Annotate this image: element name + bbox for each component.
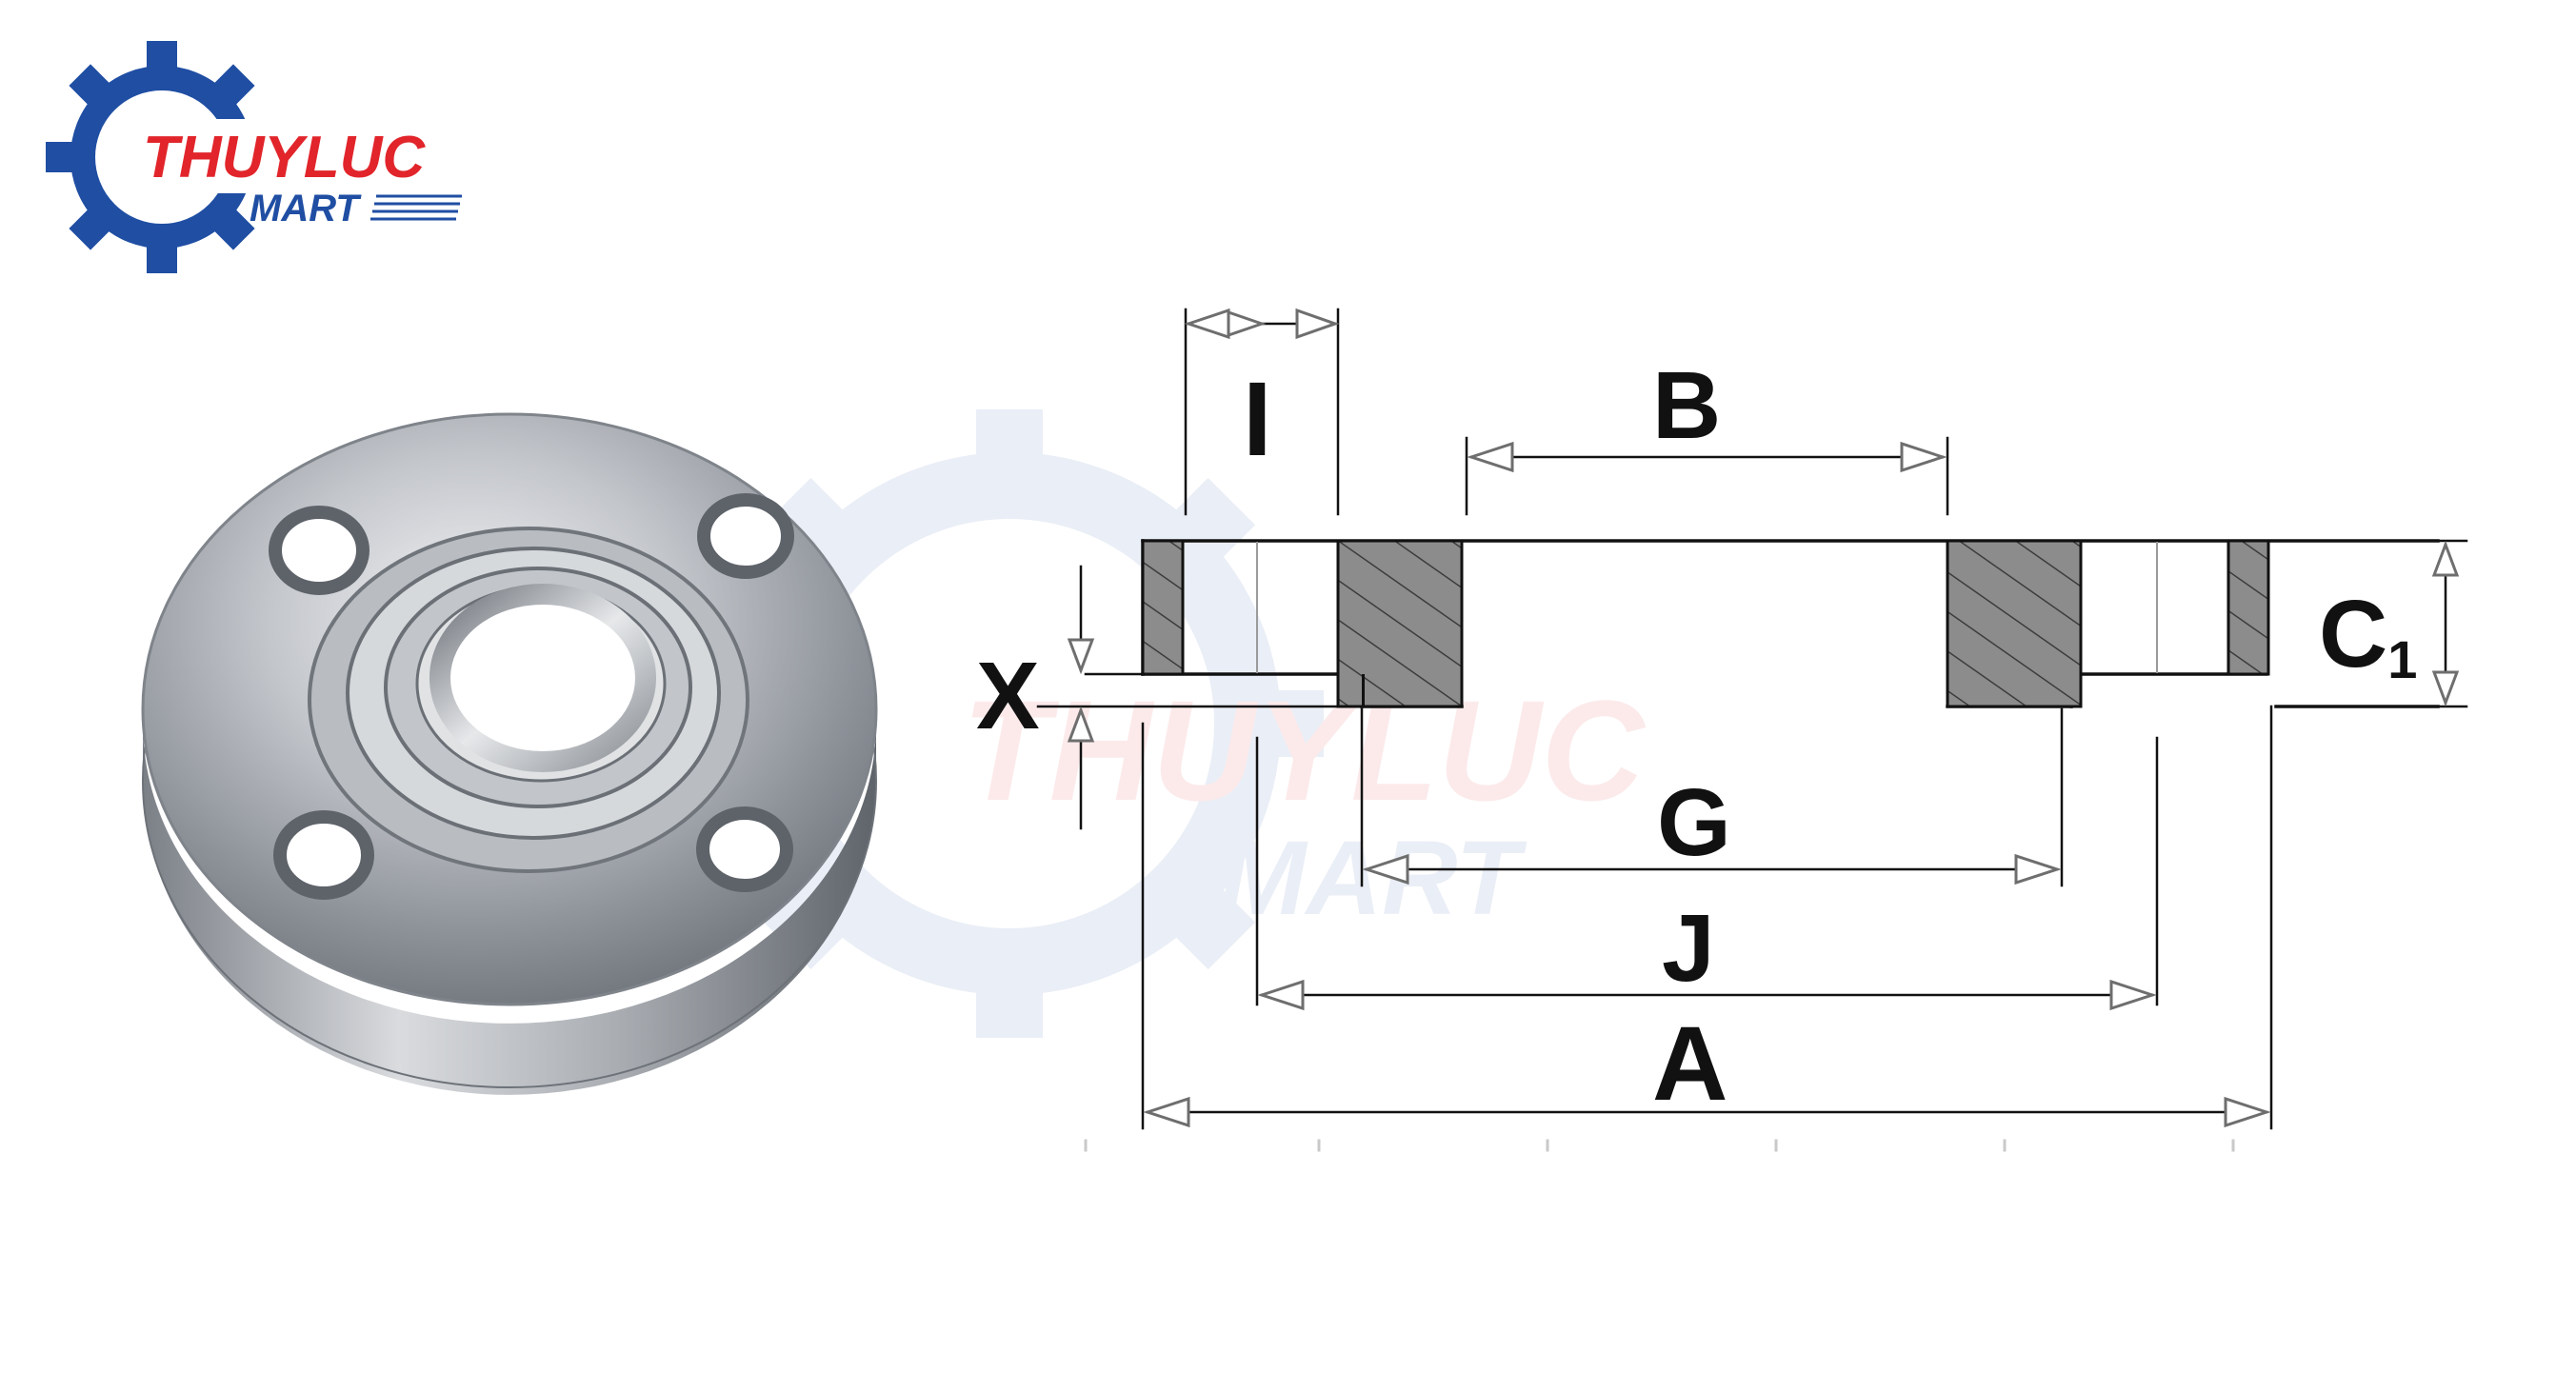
hatch-section-left-inner xyxy=(1336,539,1464,708)
arrow-g-right-icon xyxy=(2014,853,2062,885)
arrow-x-top-icon xyxy=(1067,638,1095,675)
logo-speed-lines xyxy=(370,194,462,221)
arrow-i-left-icon xyxy=(1184,308,1230,340)
flange-diagram: I B X C1 G J A xyxy=(976,308,2468,1152)
label-j: J xyxy=(1662,895,1715,1002)
bolt-hole xyxy=(697,493,794,579)
flange-photo xyxy=(141,412,878,1095)
logo-text-mart: MART xyxy=(250,188,362,229)
brand-logo: THUYLUC MART xyxy=(46,41,462,273)
arrow-b-right-icon xyxy=(1900,441,1947,473)
arrow-j-right-icon xyxy=(2109,979,2157,1011)
arrow-b-left-icon xyxy=(1467,441,1514,473)
arrow-j-left-icon xyxy=(1257,979,1305,1011)
watermark-gear-icon xyxy=(695,409,1324,1038)
baseline-ticks xyxy=(1084,1139,2235,1152)
flange-bore xyxy=(429,584,656,772)
arrow-g-left-icon xyxy=(1362,853,1409,885)
hatch-section-right-inner xyxy=(1946,539,2083,708)
watermark-line1: THUYLUC xyxy=(962,670,1647,830)
label-g: G xyxy=(1657,769,1731,876)
arrow-x-bottom-icon xyxy=(1067,706,1095,743)
bolt-hole xyxy=(696,806,793,892)
label-c: C1 xyxy=(2319,581,2417,689)
hatch-section-left-outer xyxy=(1141,539,1185,676)
hatch-section-right-outer xyxy=(2227,539,2270,676)
bolt-hole xyxy=(269,506,369,595)
arrow-a-right-icon xyxy=(2224,1096,2271,1128)
label-b: B xyxy=(1652,352,1721,459)
label-i: I xyxy=(1243,361,1272,478)
watermark: THUYLUC MART xyxy=(695,409,1647,1038)
arrow-i-right-icon xyxy=(1295,308,1340,340)
arrow-c1-top-icon xyxy=(2431,540,2460,577)
logo-text-thuyluc: THUYLUC xyxy=(143,125,426,190)
hatch-step-left xyxy=(1362,674,1365,706)
arrow-i-mid-icon xyxy=(1227,309,1267,338)
label-x: X xyxy=(976,643,1040,749)
flange-rim xyxy=(143,724,876,1095)
watermark-line2: MART xyxy=(1219,820,1528,937)
extension-lines xyxy=(1036,308,2468,1130)
bolt-hole-lines xyxy=(1256,542,2158,673)
arrow-c1-bottom-icon xyxy=(2431,670,2460,707)
bolt-hole xyxy=(273,810,374,900)
dimension-arrows xyxy=(1067,308,2460,1128)
bolt-holes xyxy=(269,493,794,900)
label-c-main: C xyxy=(2319,581,2387,687)
arrow-a-left-icon xyxy=(1143,1096,1190,1128)
label-c-subscript: 1 xyxy=(2387,629,2417,689)
gear-icon xyxy=(46,41,314,273)
label-a: A xyxy=(1652,1005,1727,1123)
